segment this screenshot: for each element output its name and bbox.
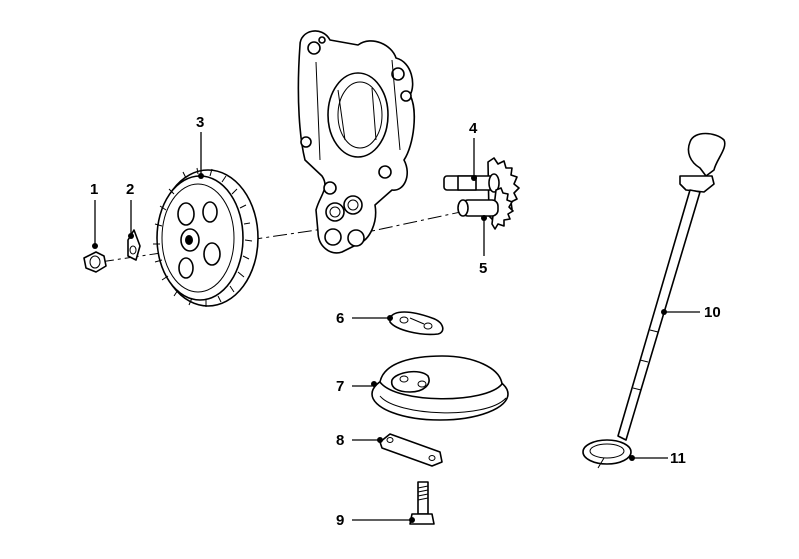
callout-10: 10	[704, 304, 721, 321]
oil-dipstick	[617, 132, 726, 441]
pump-drive-gear	[153, 167, 259, 307]
dipstick-o-ring	[582, 439, 632, 469]
leader-lines	[92, 132, 700, 523]
retaining-plate	[379, 433, 443, 467]
hex-nut	[83, 251, 107, 273]
callout-7: 7	[336, 378, 344, 395]
callout-9: 9	[336, 512, 344, 529]
callout-4: 4	[469, 120, 478, 137]
callout-8: 8	[336, 432, 344, 449]
suction-cover-plate	[389, 311, 444, 336]
callout-11: 11	[670, 450, 686, 467]
assembly-axis-line	[99, 227, 331, 263]
oil-pump-housing	[297, 30, 416, 254]
callout-2: 2	[126, 181, 134, 198]
oil-strainer	[371, 355, 509, 421]
callout-6: 6	[336, 310, 344, 327]
gear-shaft-axis-line	[329, 209, 471, 241]
callout-3: 3	[196, 114, 204, 131]
callout-5: 5	[479, 260, 487, 277]
callout-1: 1	[90, 181, 98, 198]
driven-gear-shaft	[457, 187, 514, 230]
